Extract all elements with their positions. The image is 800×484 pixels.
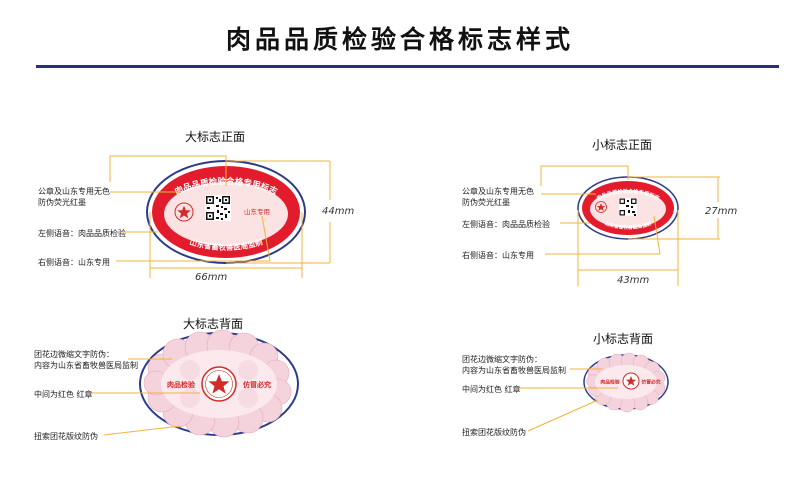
small-back-label: 肉品检验 仿冒必究	[583, 352, 669, 413]
large-width-label: 66mm	[195, 272, 228, 283]
large-back-heading: 大标志背面	[183, 317, 244, 331]
seal-icon	[595, 201, 607, 213]
large-front-note-left: 左侧语音：肉品品质检验	[38, 229, 126, 238]
red-seal-icon	[622, 372, 640, 390]
large-height-label: 44mm	[322, 206, 355, 217]
large-back-note-red: 中间为红色 红章	[34, 390, 93, 399]
large-back-label: 肉品检验 仿冒必究	[139, 329, 299, 438]
large-front-label: 肉品品质检验合格专用标志 山东省畜牧兽医局监制 山东专用	[146, 160, 306, 264]
large-front-side-text: 山东专用	[244, 207, 270, 216]
qr-code-icon	[619, 198, 637, 216]
small-back-note-red: 中间为红色 红章	[462, 385, 521, 394]
large-back-note-guilloche: 扭索团花版纹防伪	[34, 432, 98, 441]
small-front-note-right: 右侧语音：山东专用	[462, 251, 534, 260]
small-front-leaders	[540, 165, 720, 286]
seal-icon	[174, 202, 194, 222]
small-front-note-left: 左侧语音：肉品品质检验	[462, 220, 550, 229]
large-front-note-right: 右侧语音：山东专用	[38, 258, 110, 267]
large-back-right-text: 仿冒必究	[243, 380, 271, 389]
large-back-left-text: 肉品检验	[167, 380, 196, 389]
small-front-heading: 小标志正面	[592, 138, 653, 152]
small-back-heading: 小标志背面	[593, 332, 654, 346]
small-front-label: 肉品品质检验合格专用标志 山东省畜牧兽医局监制	[577, 176, 679, 240]
qr-code-icon	[205, 195, 231, 221]
page-title: 肉品品质检验合格标志样式	[225, 25, 574, 54]
large-front-heading: 大标志正面	[185, 130, 246, 144]
large-back-leaders	[92, 358, 200, 436]
small-back-note-micro: 团花边微缩文字防伪： 内容为山东省畜牧兽医局监制	[462, 355, 566, 375]
small-back-leaders	[520, 368, 618, 432]
small-back-right-text: 仿冒必究	[640, 379, 660, 386]
small-front-note-ink: 公章及山东专用无色 防伪荧光红墨	[462, 187, 534, 207]
red-seal-icon	[201, 366, 237, 402]
small-back-note-guilloche: 扭索团花版纹防伪	[462, 428, 526, 437]
small-height-label: 27mm	[705, 206, 738, 217]
small-width-label: 43mm	[617, 275, 650, 286]
large-front-note-ink: 公章及山东专用无色 防伪荧光红墨	[38, 187, 110, 207]
large-back-note-micro: 团花边微缩文字防伪： 内容为山东省畜牧兽医局监制	[34, 350, 138, 370]
large-front-leaders	[109, 155, 331, 278]
small-back-left-text: 肉品检验	[600, 379, 619, 386]
title-rule	[36, 65, 779, 68]
